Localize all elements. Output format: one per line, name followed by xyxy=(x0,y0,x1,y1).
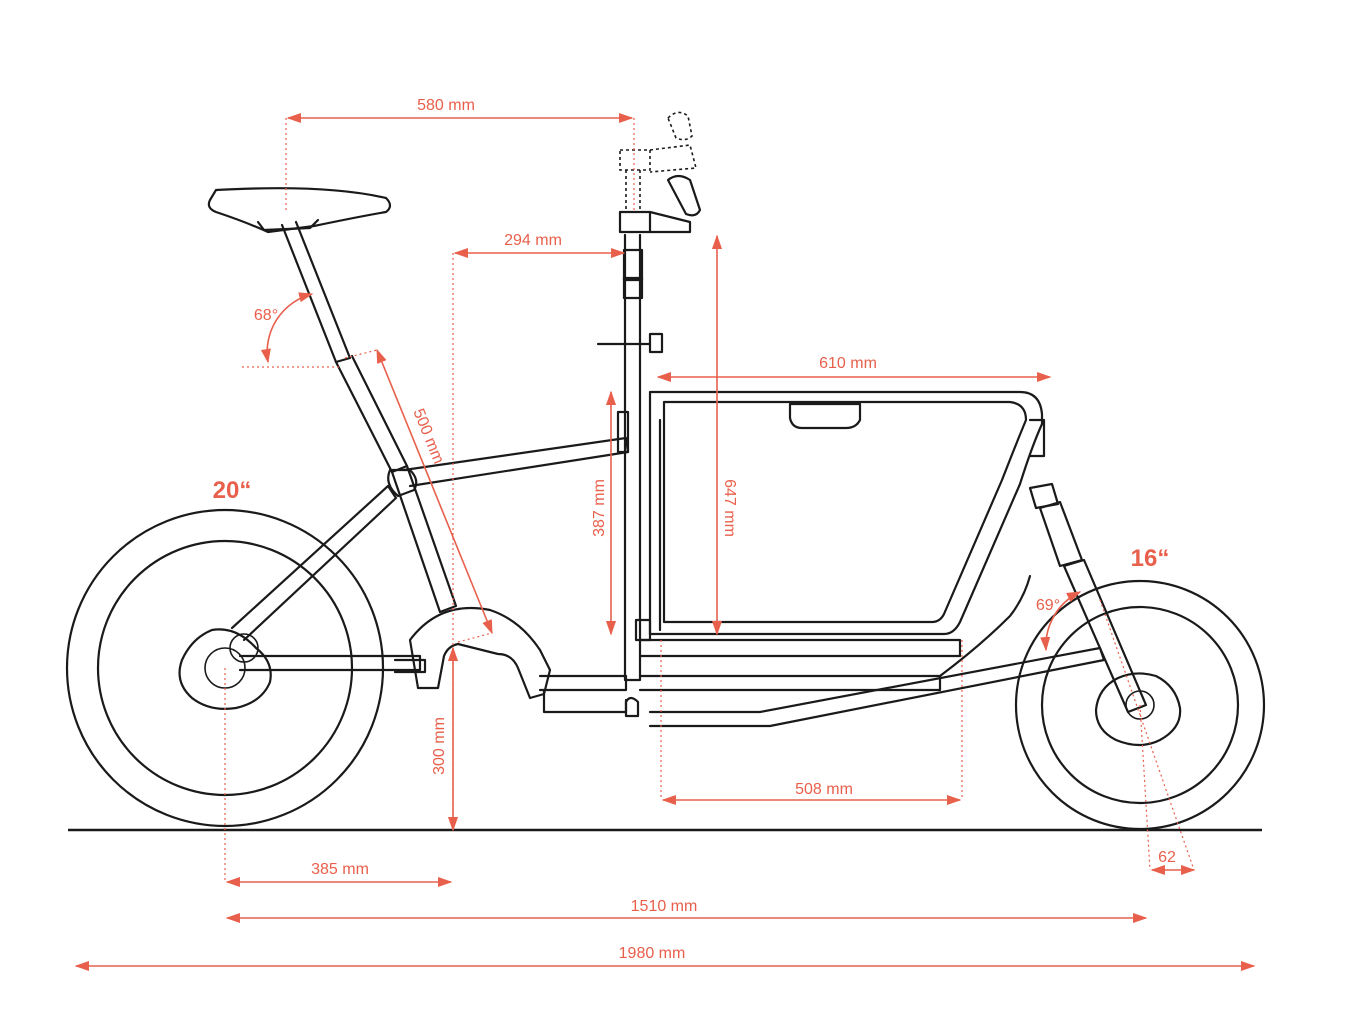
label-1510: 1510 mm xyxy=(631,898,698,915)
dim-line-500 xyxy=(376,348,493,635)
label-rear-wheel-size: 20“ xyxy=(213,477,252,504)
fork xyxy=(1028,418,1148,714)
label-647: 647 mm xyxy=(721,479,738,537)
labels: 580 mm 294 mm 610 mm 647 mm 387 mm 500 m… xyxy=(213,97,1176,962)
label-head-angle: 69° xyxy=(1036,597,1060,614)
label-610: 610 mm xyxy=(819,355,877,372)
label-300: 300 mm xyxy=(431,717,448,775)
label-580: 580 mm xyxy=(417,97,475,114)
label-1980: 1980 mm xyxy=(619,945,686,962)
lower-frame xyxy=(624,574,1106,728)
label-seat-angle: 68° xyxy=(254,307,278,324)
saddle xyxy=(207,187,392,234)
seat-angle-arc xyxy=(260,292,314,364)
head-angle-arc xyxy=(1040,591,1082,652)
label-front-wheel-size: 16“ xyxy=(1131,545,1170,572)
bike-drawing xyxy=(65,111,1266,831)
dimension-lines xyxy=(74,112,1256,972)
label-387: 387 mm xyxy=(591,479,608,537)
label-62: 62 xyxy=(1158,849,1176,866)
label-508: 508 mm xyxy=(795,781,853,798)
handlebar xyxy=(618,174,702,234)
cargo-box xyxy=(634,390,1044,658)
label-500: 500 mm xyxy=(409,406,446,466)
label-385: 385 mm xyxy=(311,861,369,878)
steering-column xyxy=(596,233,664,682)
handlebar-alternate-position xyxy=(619,111,698,212)
label-294: 294 mm xyxy=(504,232,562,249)
bottom-bracket xyxy=(408,606,628,714)
